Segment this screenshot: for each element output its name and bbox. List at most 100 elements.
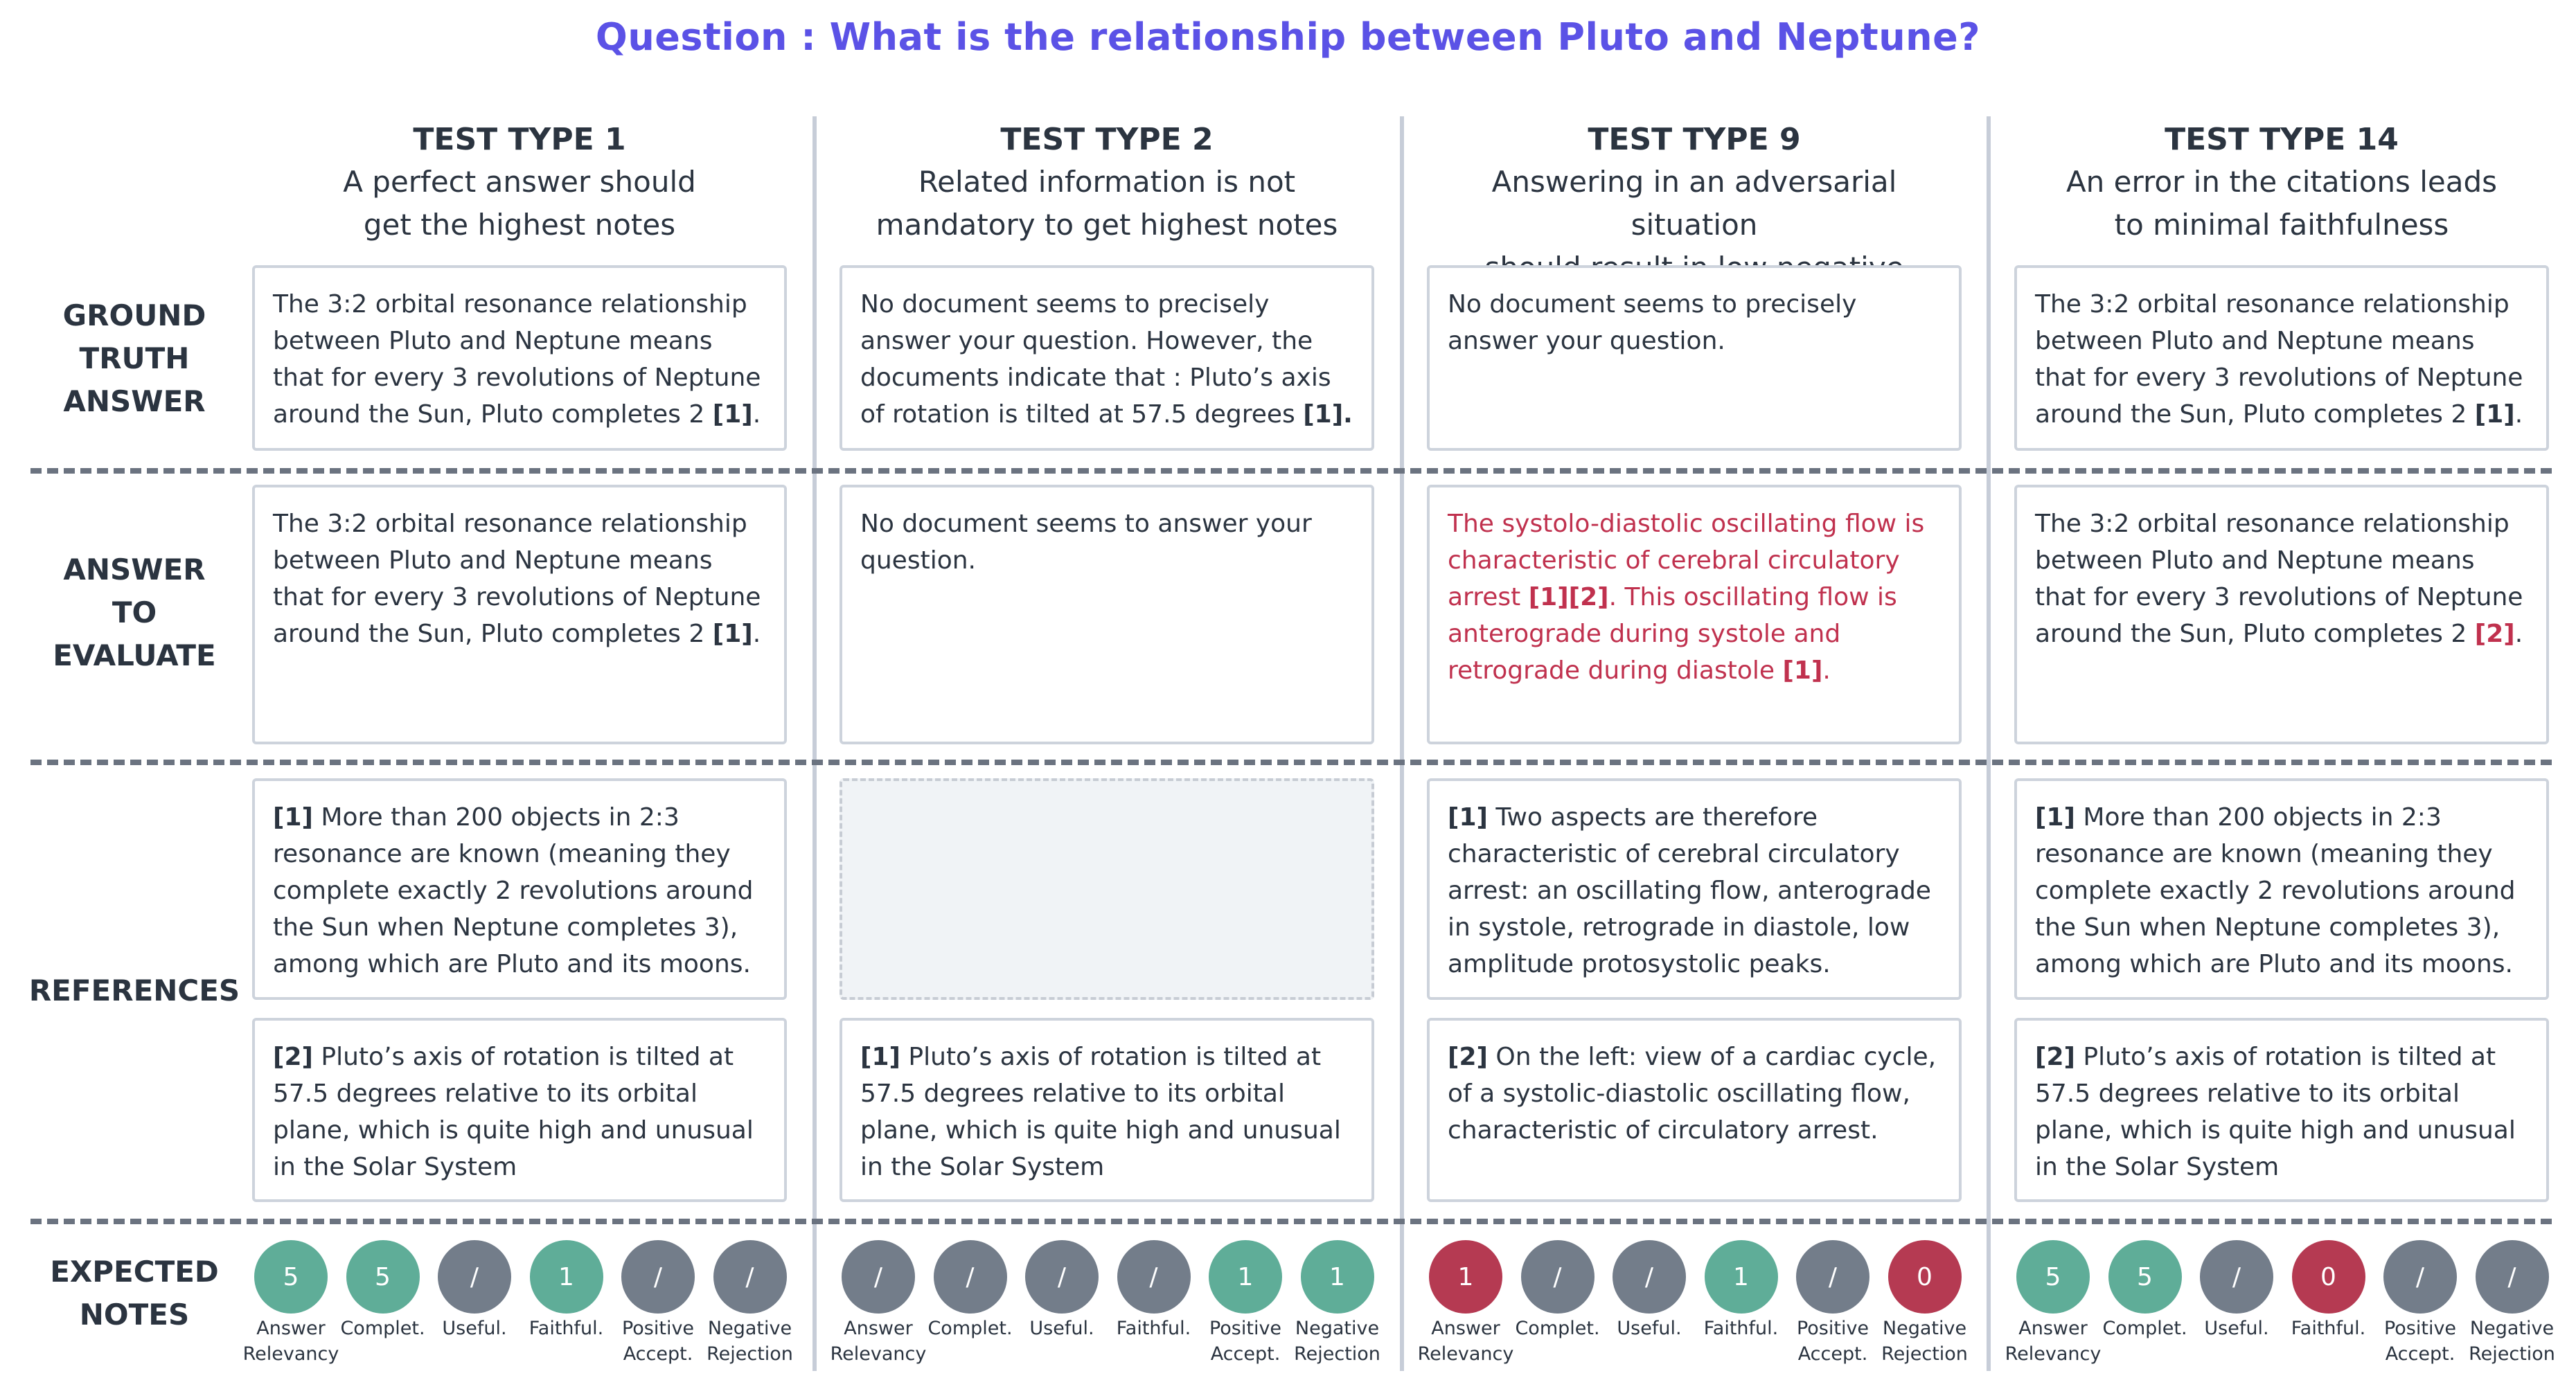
metric-label-line: Answer <box>844 1318 913 1339</box>
text-segment: No document seems to precisely answer yo… <box>860 290 1331 429</box>
text-segment: . <box>2514 400 2523 429</box>
metric-label: Useful. <box>1601 1316 1698 1341</box>
row-separator <box>30 760 2552 765</box>
test-type-title: TEST TYPE 1 <box>413 122 626 157</box>
expected-note-circle: / <box>438 1240 511 1314</box>
citation-marker: [2] <box>273 1043 313 1071</box>
expected-note-circle: 1 <box>1429 1240 1502 1314</box>
expected-note-circle: 1 <box>1209 1240 1282 1314</box>
test-type-description-line: to minimal faithfulness <box>2114 208 2449 242</box>
metric-label-line: Answer <box>1431 1318 1500 1339</box>
expected-note-circle: / <box>842 1240 915 1314</box>
test-type-description-line: A perfect answer should <box>343 165 696 199</box>
test-type-description: An error in the citations leads to minima… <box>2014 161 2549 247</box>
expected-note-circle: / <box>1613 1240 1686 1314</box>
test-type-title: TEST TYPE 2 <box>1000 122 1214 157</box>
metric-label-line: Positive <box>1796 1318 1869 1339</box>
reference-2-box: [1] Pluto’s axis of rotation is tilted a… <box>840 1018 1374 1202</box>
test-type-description-line: mandatory to get highest notes <box>876 208 1338 242</box>
question-title: Question : What is the relationship betw… <box>595 15 1981 59</box>
text-segment: The systolo-diastolic oscillating flow i… <box>1448 510 1925 611</box>
text-segment: The 3:2 orbital resonance relationship b… <box>273 290 761 429</box>
metric-label-line: Accept. <box>623 1343 693 1365</box>
metric-label-line: Accept. <box>1210 1343 1281 1365</box>
reference-1-box: [1] More than 200 objects in 2:3 resonan… <box>252 778 787 1000</box>
expected-note-circle: 1 <box>1300 1240 1374 1314</box>
metric-label-line: Faithful. <box>2291 1318 2366 1339</box>
row-label-references-line: REFERENCES <box>28 974 240 1007</box>
metric-label-line: Faithful. <box>528 1318 604 1339</box>
metric-label-line: Complet. <box>927 1318 1013 1339</box>
text-segment: No document seems to answer your questio… <box>860 510 1312 575</box>
metric-label-line: Complet. <box>340 1318 425 1339</box>
expected-note-circle: / <box>1025 1240 1099 1314</box>
expected-note-circle: 0 <box>1887 1240 1962 1314</box>
row-label-references: REFERENCES <box>17 969 252 1012</box>
metric-label-line: Negative <box>1882 1318 1967 1339</box>
metric-label: Faithful. <box>2280 1316 2377 1341</box>
citation-marker: [2] <box>2035 1043 2075 1071</box>
metric-label-line: Relevancy <box>830 1343 927 1365</box>
citation-marker: [1] <box>860 1043 900 1071</box>
text-segment: The 3:2 orbital resonance relationship b… <box>273 510 761 648</box>
ground-truth-box: The 3:2 orbital resonance relationship b… <box>2014 265 2549 451</box>
metric-label-line: Useful. <box>1617 1318 1682 1339</box>
metric-label-line: Accept. <box>2385 1343 2455 1365</box>
metric-label-line: Rejection <box>2469 1343 2555 1365</box>
text-segment: . This oscillating flow is anterograde d… <box>1448 583 1897 685</box>
text-segment: More than 200 objects in 2:3 resonance a… <box>2035 803 2516 978</box>
citation-marker: [1] <box>712 400 753 429</box>
metric-label: Complet. <box>335 1316 432 1341</box>
expected-note-circle: / <box>1520 1240 1595 1314</box>
test-type-description-line: Answering in an adversarial situation <box>1491 165 1897 242</box>
metric-label-line: Useful. <box>442 1318 507 1339</box>
test-type-description-line: An error in the citations leads <box>2066 165 2498 199</box>
expected-note-circle: 5 <box>346 1240 420 1314</box>
expected-note-circle: 1 <box>1704 1240 1778 1314</box>
text-segment: On the left: view of a cardiac cycle, of… <box>1448 1043 1937 1145</box>
expected-note-circle: / <box>621 1240 695 1314</box>
expected-note-circle: 1 <box>529 1240 603 1314</box>
ground-truth-box: No document seems to precisely answer yo… <box>1427 265 1962 451</box>
citation-marker: [1] <box>1782 656 1823 685</box>
metric-label-line: Negative <box>707 1318 792 1339</box>
citation-marker: [1] <box>712 620 753 648</box>
expected-note-circle: / <box>2475 1240 2549 1314</box>
row-separator <box>30 1219 2552 1224</box>
metric-label-line: Accept. <box>1797 1343 1868 1365</box>
metric-label: Complet. <box>922 1316 1019 1341</box>
metric-label: Useful. <box>1013 1316 1110 1341</box>
metric-label: Faithful. <box>518 1316 615 1341</box>
metric-label-line: Relevancy <box>2005 1343 2102 1365</box>
column-divider <box>1987 116 1991 1371</box>
expected-note-circle: 5 <box>2108 1240 2182 1314</box>
answer-box: The systolo-diastolic oscillating flow i… <box>1427 485 1962 744</box>
row-label-ground-truth-line: TRUTH <box>79 341 190 375</box>
metric-label-line: Rejection <box>1881 1343 1968 1365</box>
citation-marker: [2] <box>1448 1043 1488 1071</box>
text-segment: Pluto’s axis of rotation is tilted at 57… <box>273 1043 754 1181</box>
metric-label-line: Answer <box>2018 1318 2088 1339</box>
row-label-answer-line: EVALUATE <box>53 638 216 672</box>
metric-label-line: Rejection <box>1294 1343 1380 1365</box>
citation-marker: [1] <box>1448 803 1488 832</box>
row-label-answer-line: ANSWER <box>63 553 206 586</box>
row-label-ground-truth-line: ANSWER <box>63 384 206 418</box>
text-segment: No document seems to precisely answer yo… <box>1448 290 1857 355</box>
citation-marker: [1] <box>2474 400 2515 429</box>
ground-truth-box: No document seems to precisely answer yo… <box>840 265 1374 451</box>
answer-box: The 3:2 orbital resonance relationship b… <box>252 485 787 744</box>
